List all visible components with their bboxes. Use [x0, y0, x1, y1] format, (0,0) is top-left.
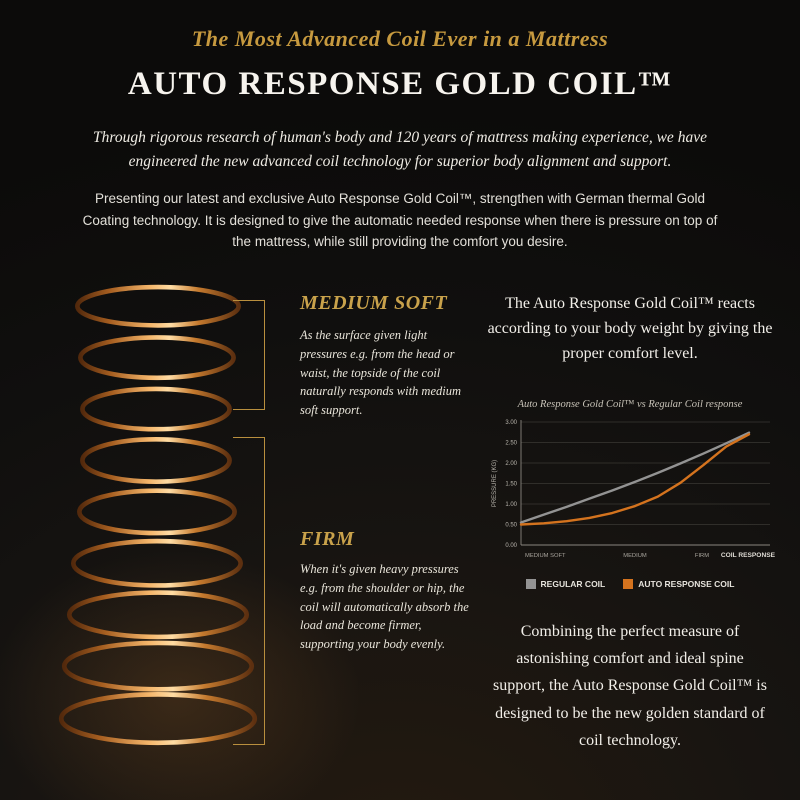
regular-coil-legend-label: REGULAR COIL: [540, 579, 606, 589]
svg-text:PRESSURE (KG): PRESSURE (KG): [492, 460, 498, 507]
page-title: AUTO RESPONSE GOLD COIL™: [127, 66, 673, 102]
auto-response-coil-swatch-icon: [623, 579, 634, 589]
gold-coil-illustration: [58, 284, 258, 746]
legend-item-regular-coil: REGULAR COIL: [525, 579, 606, 589]
chart-title: Auto Response Gold Coil™ vs Regular Coil…: [517, 399, 743, 410]
legend-item-auto-response-coil: AUTO RESPONSE COIL: [623, 579, 734, 589]
lede-paragraph: Through rigorous research of human's bod…: [93, 129, 707, 171]
medium-soft-bracket: [233, 300, 265, 410]
regular-coil-swatch-icon: [525, 579, 536, 589]
svg-text:1.50: 1.50: [505, 482, 517, 488]
svg-text:1.00: 1.00: [505, 502, 517, 508]
medium-soft-heading: MEDIUM SOFT: [300, 292, 448, 314]
firm-bracket: [233, 437, 265, 745]
firm-description: When it's given heavy pressures e.g. fro…: [300, 562, 469, 651]
svg-text:3.00: 3.00: [505, 420, 517, 426]
eyebrow-tagline: The Most Advanced Coil Ever in a Mattres…: [191, 26, 609, 51]
coil-loops: [58, 284, 258, 746]
reacts-paragraph: The Auto Response Gold Coil™ reacts acco…: [487, 295, 773, 362]
svg-text:COIL RESPONSE: COIL RESPONSE: [721, 552, 776, 559]
closing-paragraph: Combining the perfect measure of astonis…: [493, 623, 767, 749]
svg-text:FIRM: FIRM: [695, 553, 709, 559]
auto-response-coil-legend-label: AUTO RESPONSE COIL: [638, 579, 735, 589]
svg-text:2.00: 2.00: [505, 461, 517, 467]
svg-text:MEDIUM SOFT: MEDIUM SOFT: [525, 553, 566, 559]
intro-paragraph: Presenting our latest and exclusive Auto…: [82, 191, 718, 250]
svg-text:2.50: 2.50: [505, 441, 517, 447]
firm-heading: FIRM: [300, 528, 355, 550]
medium-soft-description: As the surface given light pressures e.g…: [300, 328, 461, 417]
svg-text:MEDIUM: MEDIUM: [623, 553, 647, 559]
chart-legend: REGULAR COIL AUTO RESPONSE COIL: [482, 579, 778, 589]
svg-text:0.00: 0.00: [505, 543, 517, 549]
svg-text:0.50: 0.50: [505, 523, 517, 529]
